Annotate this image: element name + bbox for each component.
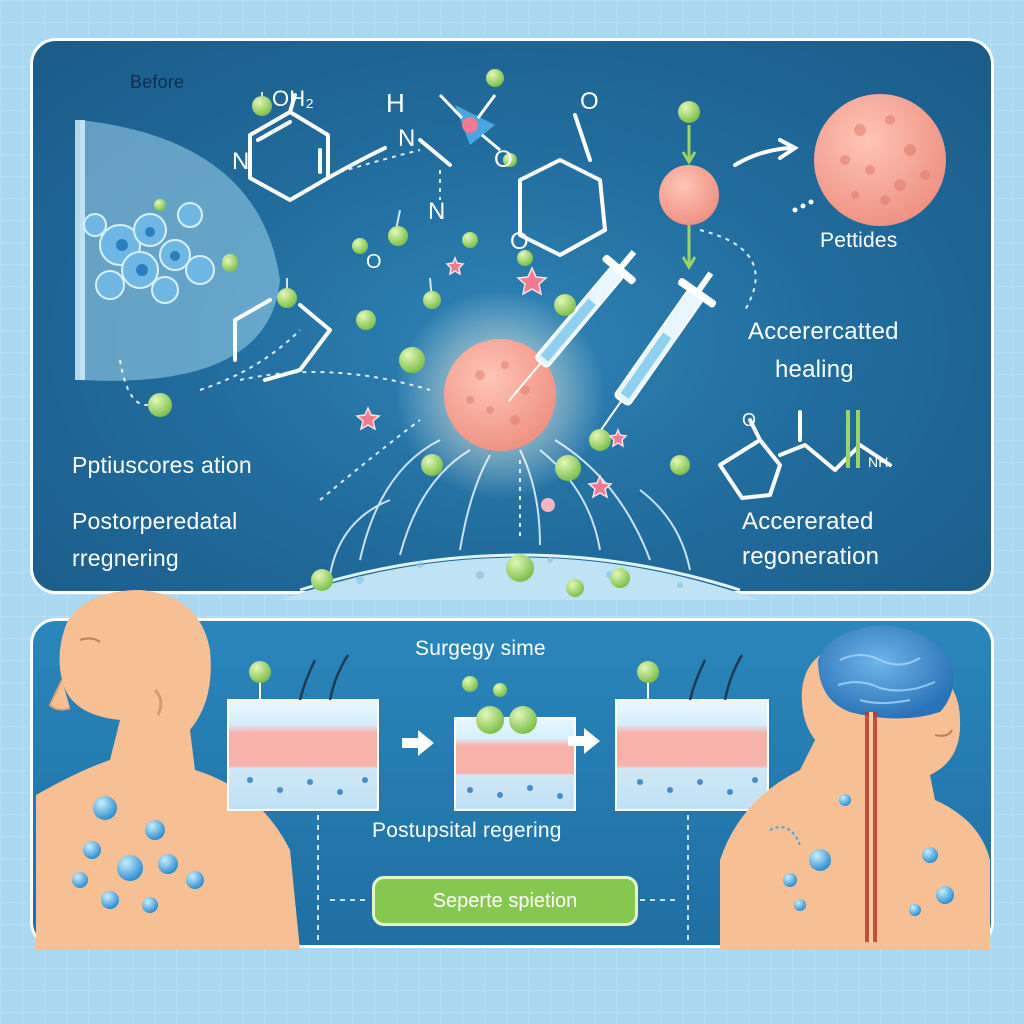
oh2-label: OH₂ [272, 86, 315, 111]
accelerated-regeneration-line-1: Accererated [742, 508, 874, 535]
peptide-action-label: Pptiuscores ation [72, 452, 252, 478]
nh-label: NH [868, 454, 889, 470]
post-surgery-label: Postupsital regering [372, 819, 562, 842]
spark-stars [355, 255, 628, 499]
cells-left [72, 796, 204, 913]
postoperative-line-2: rregnering [72, 545, 179, 571]
accelerated-regeneration-line-2: regoneration [742, 543, 880, 570]
skin-section-3 [615, 654, 769, 811]
cells-right [769, 794, 954, 916]
green-bond [846, 410, 860, 468]
peptide-cell [814, 94, 946, 226]
tissue-lens [75, 120, 280, 381]
peptide-balls [148, 92, 690, 597]
o-label-4: O [366, 251, 382, 273]
accelerated-healing-line-2: healing [775, 356, 854, 383]
patient-left [36, 590, 300, 950]
syringe-2 [591, 271, 717, 443]
postoperative-line-1: Postorperedatal [72, 508, 238, 534]
o-label-2: O [580, 88, 599, 115]
o-label-1: O [494, 146, 513, 173]
skin-section-2 [454, 676, 576, 811]
blue-molecule [438, 69, 517, 167]
n-label-3: N [428, 198, 446, 225]
small-cell [659, 101, 719, 270]
step-arrows [402, 728, 600, 756]
h-label: H [386, 88, 405, 118]
o-label-3: O [510, 228, 529, 255]
accelerated-healing-line-1: Accerercatted [748, 318, 899, 345]
guide-dashes [317, 815, 689, 940]
arrow-to-peptides [733, 138, 799, 167]
skin-section-1 [227, 654, 379, 811]
o-label-5: O [742, 410, 757, 430]
n-label-1: N [232, 148, 250, 175]
surgery-label: Surgegy sime [415, 637, 546, 660]
before-label: Before [130, 72, 185, 92]
peptides-label: Pettides [820, 229, 898, 252]
ellipsis-dots [792, 199, 814, 213]
n-label-2: N [398, 125, 416, 152]
syringe-1 [507, 249, 637, 402]
stage-chip: Seperte spietion [372, 876, 638, 926]
